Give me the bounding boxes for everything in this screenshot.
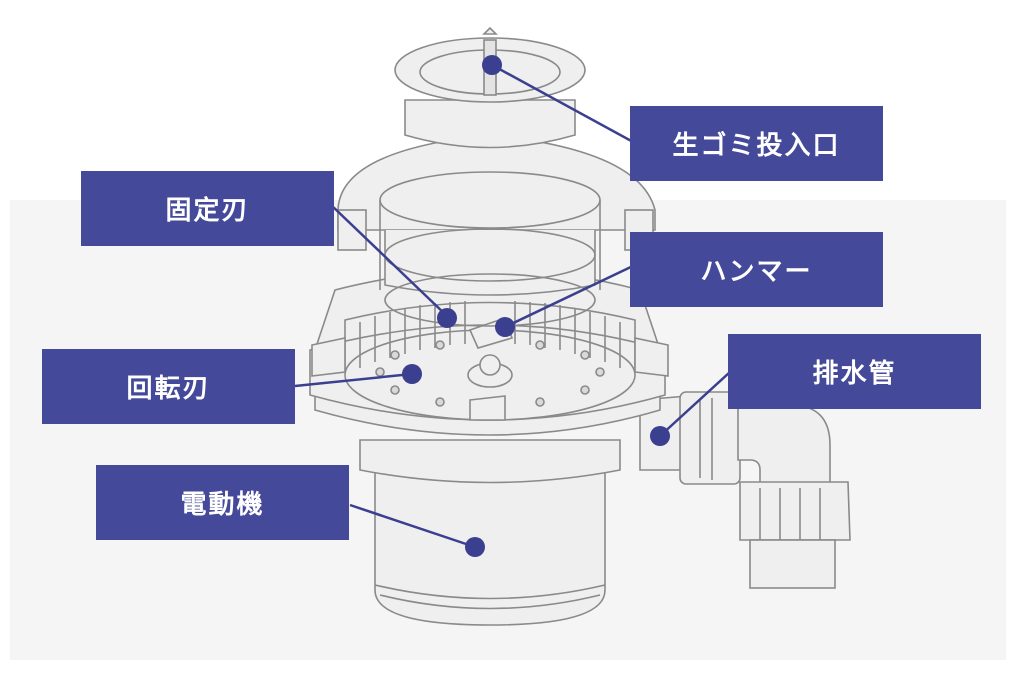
inlet-cup-drawing (394, 26, 586, 149)
label-motor: 電動機 (96, 465, 349, 540)
leader-fixed-blade (329, 203, 448, 317)
marker-hammer (495, 317, 515, 337)
marker-rotating-blade (402, 364, 422, 384)
grinding-chamber-drawing (309, 269, 669, 436)
marker-motor (465, 537, 485, 557)
leader-rotating-blade (294, 372, 413, 388)
label-drain-pipe: 排水管 (728, 334, 981, 409)
leader-hammer (504, 263, 636, 329)
leader-drain-pipe (659, 371, 731, 437)
label-rotating-blade: 回転刃 (42, 349, 295, 424)
motor-housing-drawing (359, 439, 621, 626)
leader-motor (349, 503, 476, 549)
drain-pipe-drawing (639, 391, 851, 589)
marker-fixed-blade (437, 308, 457, 328)
hopper-drawing (337, 134, 656, 327)
label-hammer: ハンマー (630, 232, 883, 307)
label-fixed-blade: 固定刃 (81, 171, 334, 246)
leader-inlet (491, 63, 636, 145)
marker-inlet (482, 55, 502, 75)
marker-drain-pipe (650, 426, 670, 446)
label-inlet: 生ゴミ投入口 (630, 106, 883, 181)
